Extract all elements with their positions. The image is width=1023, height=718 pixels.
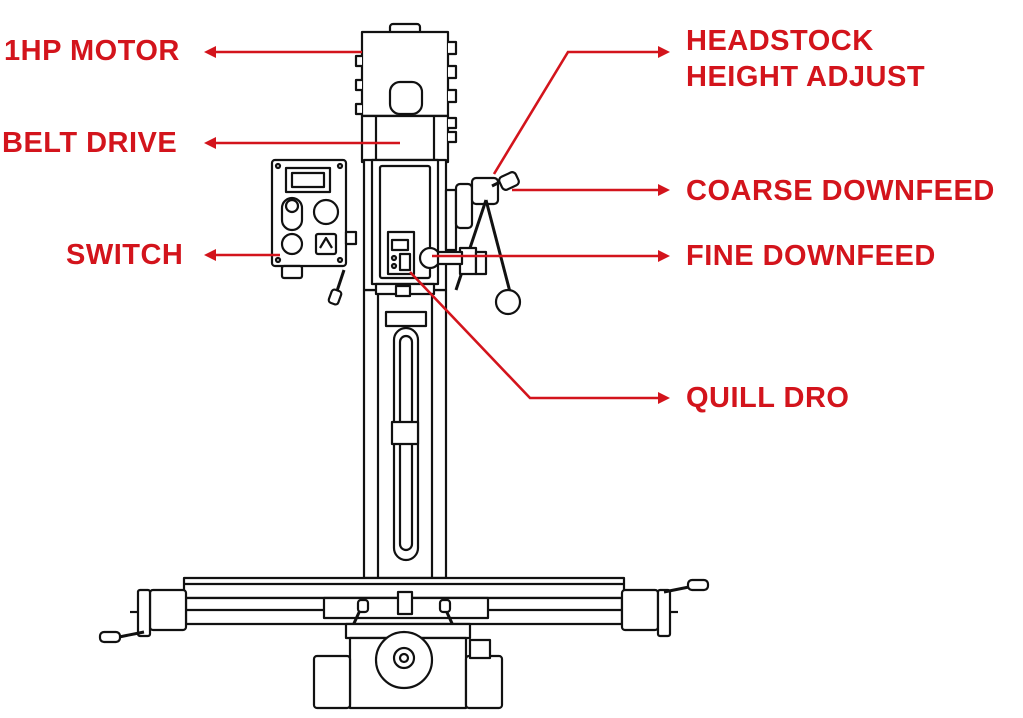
label-quill-dro: QUILL DRO [686,382,850,414]
control-box-drawing [270,158,358,306]
base-drawing [312,590,504,710]
callout-arrowheads [204,46,670,404]
label-motor: 1HP MOTOR [4,35,180,67]
label-fine-downfeed: FINE DOWNFEED [686,240,936,272]
label-coarse-downfeed: COARSE DOWNFEED [686,175,995,207]
label-headstock-line1: HEADSTOCK [686,25,874,57]
callout-leaders [212,50,662,400]
column-drawing [362,288,448,580]
label-switch: SWITCH [66,239,184,271]
leader-headstock [492,50,658,175]
leader-quill-dro [409,271,662,400]
label-headstock-line2: HEIGHT ADJUST [686,61,926,93]
head-drawing [362,158,448,298]
feed-mechanism-drawing [418,171,522,316]
label-belt-drive: BELT DRIVE [2,127,178,159]
belt-housing-drawing [360,114,458,164]
motor-drawing [354,22,458,118]
